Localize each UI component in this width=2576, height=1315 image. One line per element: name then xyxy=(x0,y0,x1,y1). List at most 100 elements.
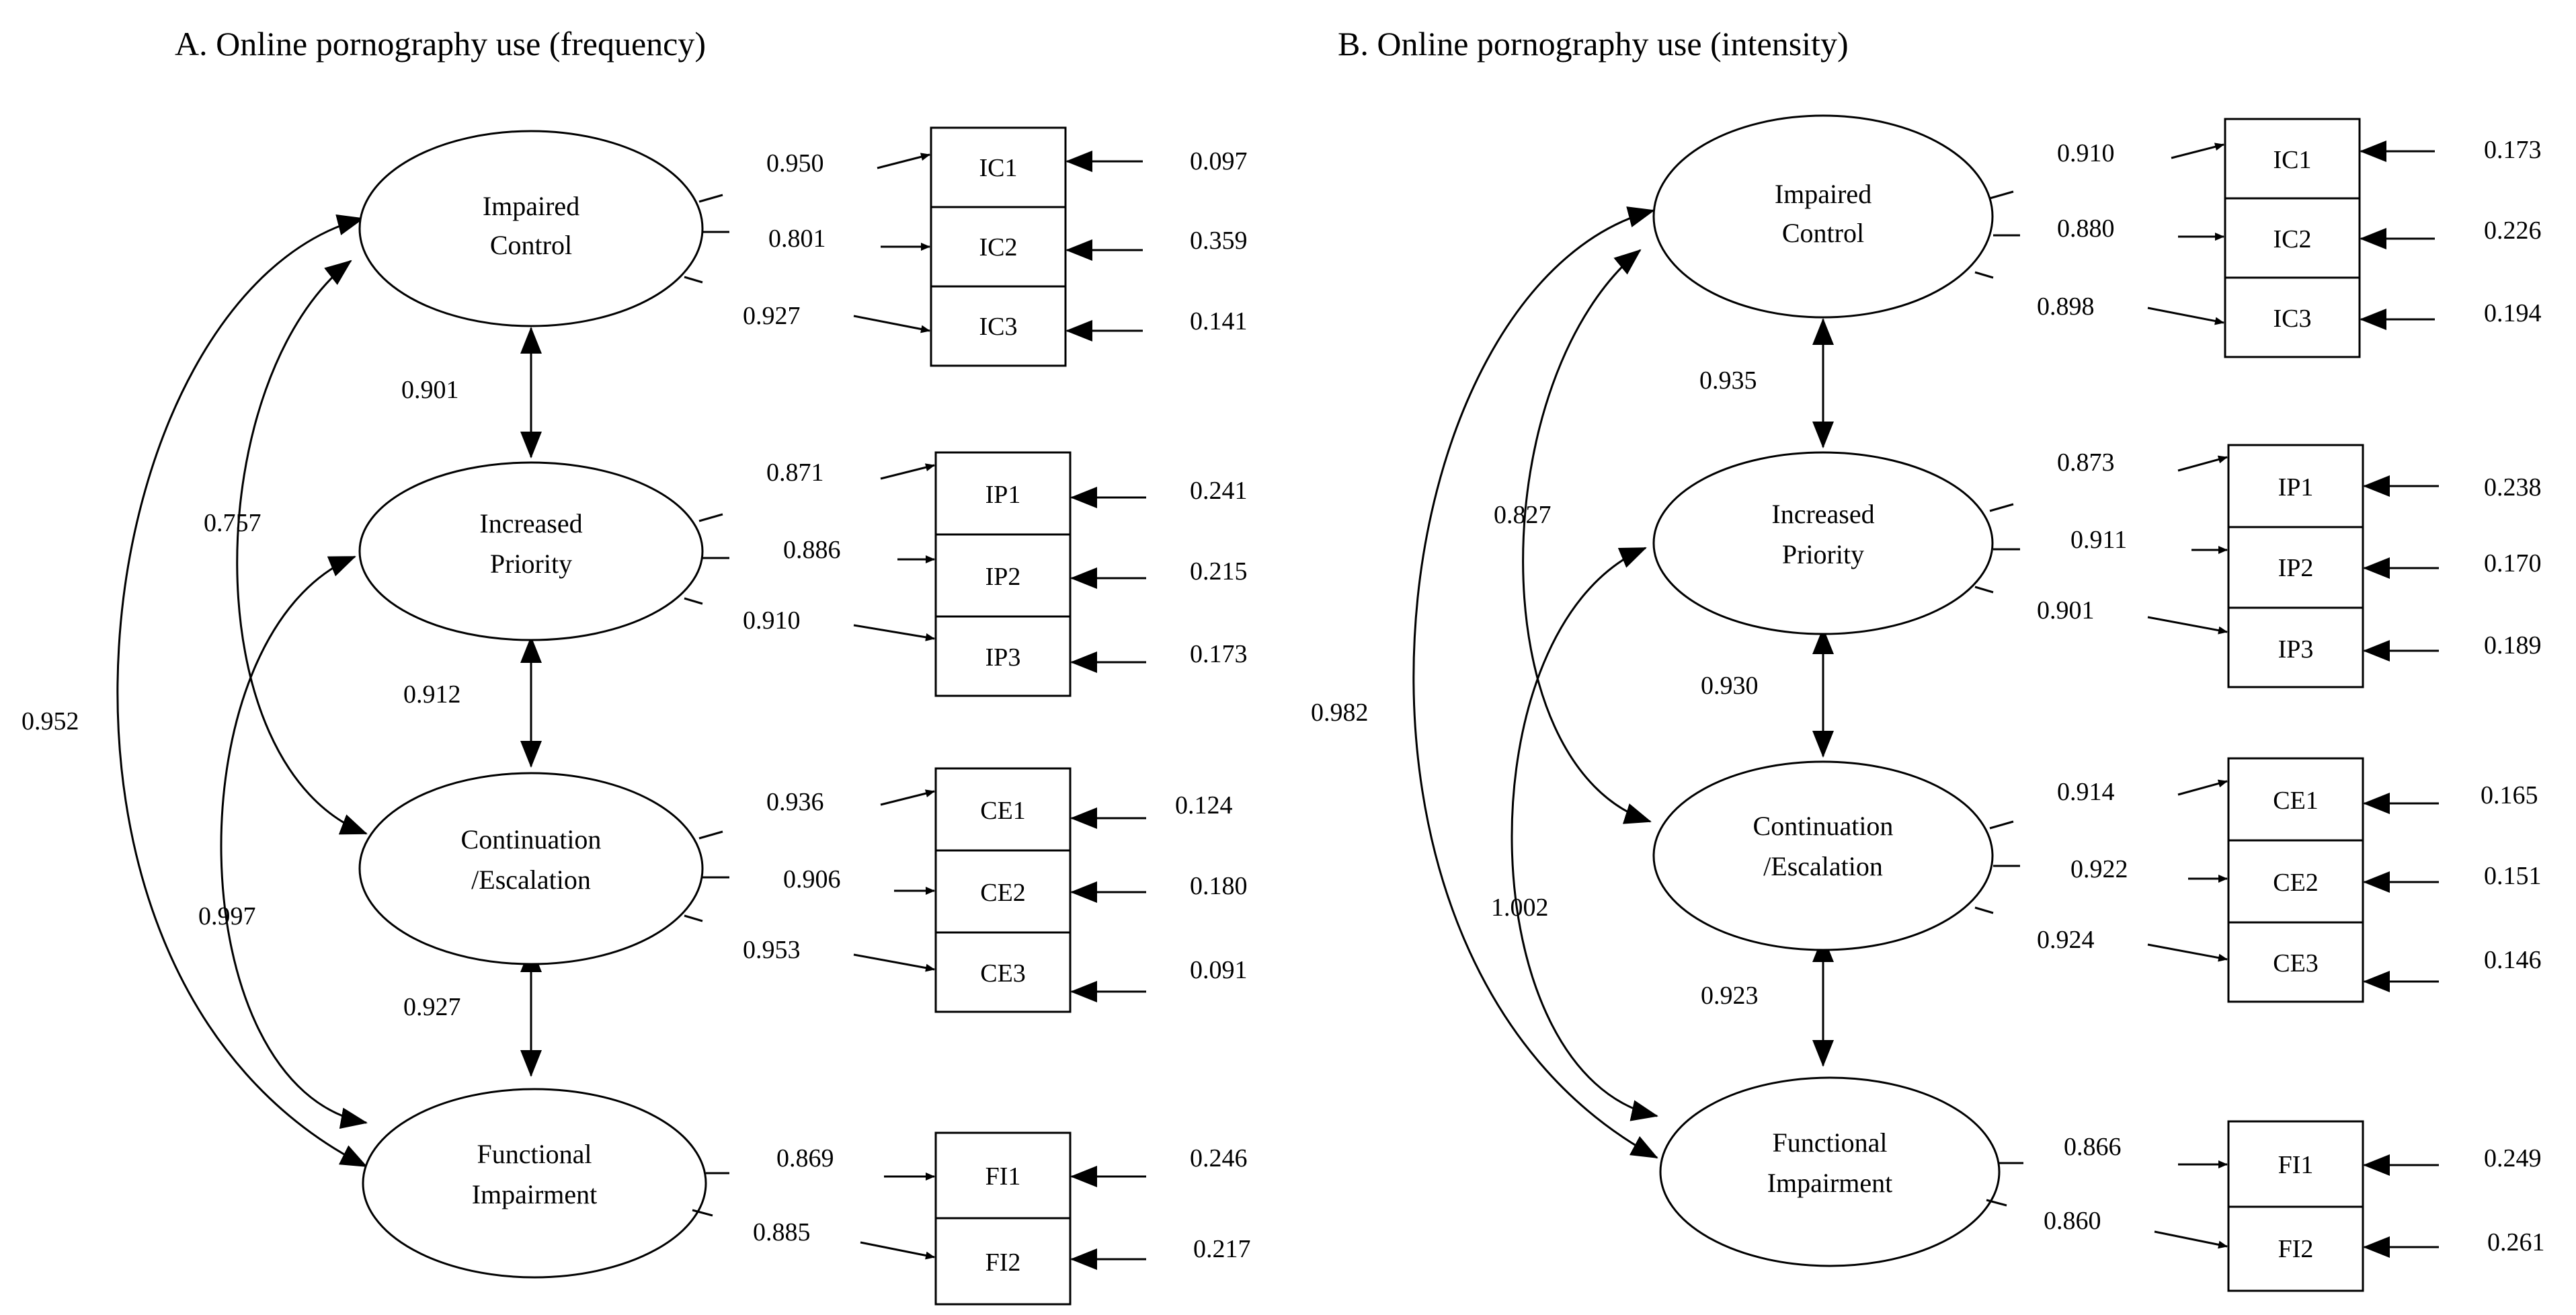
svg-text:/Escalation: /Escalation xyxy=(1763,851,1883,881)
svg-text:FI2: FI2 xyxy=(2278,1235,2314,1263)
svg-text:IC1: IC1 xyxy=(2273,146,2312,174)
corr-ip-fi: 0.997 xyxy=(198,902,256,930)
svg-text:0.901: 0.901 xyxy=(2037,596,2095,625)
svg-text:0.170: 0.170 xyxy=(2484,549,2542,577)
svg-text:Priority: Priority xyxy=(490,549,572,579)
svg-text:0.091: 0.091 xyxy=(1190,956,1248,984)
loading-values: 0.950 0.801 0.927 0.871 0.886 0.910 0.93… xyxy=(743,149,841,1246)
panel-b-title: B. Online pornography use (intensity) xyxy=(1338,25,1849,63)
corr-ce-fi: 0.927 xyxy=(403,993,461,1021)
factor-functional-impairment: Functional Impairment xyxy=(362,1088,707,1279)
svg-text:IC1: IC1 xyxy=(979,154,1018,182)
svg-text:0.151: 0.151 xyxy=(2484,862,2542,890)
panel-a: A. Online pornography use (frequency) Im… xyxy=(22,25,1251,1306)
svg-text:Increased: Increased xyxy=(479,508,582,539)
svg-text:FI1: FI1 xyxy=(2278,1151,2314,1179)
svg-text:0.097: 0.097 xyxy=(1190,147,1248,175)
svg-text:CE3: CE3 xyxy=(980,959,1026,988)
svg-text:0.146: 0.146 xyxy=(2484,946,2542,974)
corr-ip-fi: 1.002 xyxy=(1491,893,1549,922)
svg-text:0.927: 0.927 xyxy=(743,302,801,330)
svg-text:CE2: CE2 xyxy=(2273,869,2319,897)
indicator-boxes-fi: FI1 FI2 xyxy=(2227,1120,2364,1292)
svg-text:Functional: Functional xyxy=(477,1139,592,1169)
svg-text:0.950: 0.950 xyxy=(766,149,824,177)
factor-functional-impairment: Functional Impairment xyxy=(1659,1076,2001,1267)
svg-text:IC2: IC2 xyxy=(2273,225,2312,253)
indicator-boxes-fi: FI1 FI2 xyxy=(934,1131,1072,1306)
svg-text:IP3: IP3 xyxy=(2278,635,2314,664)
svg-text:0.194: 0.194 xyxy=(2484,299,2542,327)
corr-ic-fi: 0.952 xyxy=(22,707,79,735)
corr-ic-ip: 0.901 xyxy=(401,376,459,404)
svg-text:Impaired: Impaired xyxy=(1775,179,1871,209)
svg-text:0.873: 0.873 xyxy=(2057,448,2115,477)
svg-text:0.914: 0.914 xyxy=(2057,778,2115,806)
curved-correlation-ip-fi xyxy=(220,555,368,1129)
svg-text:Continuation: Continuation xyxy=(1753,811,1894,841)
error-values: 0.097 0.359 0.141 0.241 0.215 0.173 0.12… xyxy=(1175,147,1251,1263)
indicator-boxes-ip: IP1 IP2 IP3 xyxy=(934,451,1072,697)
svg-text:IP1: IP1 xyxy=(985,481,1021,509)
svg-text:/Escalation: /Escalation xyxy=(471,865,591,895)
svg-text:0.869: 0.869 xyxy=(776,1144,834,1172)
indicator-boxes-ce: CE1 CE2 CE3 xyxy=(934,767,1072,1013)
indicator-tick-marks xyxy=(684,194,729,1217)
svg-text:0.866: 0.866 xyxy=(2064,1133,2122,1161)
svg-text:0.215: 0.215 xyxy=(1190,557,1248,586)
svg-text:0.238: 0.238 xyxy=(2484,473,2542,502)
svg-text:0.359: 0.359 xyxy=(1190,227,1248,255)
svg-text:Impaired: Impaired xyxy=(483,191,579,221)
svg-text:0.226: 0.226 xyxy=(2484,216,2542,245)
curved-correlation-ic-ce xyxy=(1522,249,1652,824)
curved-correlation-ic-ce xyxy=(236,260,368,835)
factor-continuation-escalation: Continuation /Escalation xyxy=(1652,760,1994,951)
corr-ic-ce: 0.757 xyxy=(204,509,261,537)
svg-text:IP2: IP2 xyxy=(985,563,1021,591)
curved-correlation-ic-fi xyxy=(1412,206,1658,1159)
svg-text:0.922: 0.922 xyxy=(2070,855,2128,883)
svg-text:0.910: 0.910 xyxy=(743,606,801,635)
svg-text:FI1: FI1 xyxy=(985,1162,1021,1191)
svg-text:IC3: IC3 xyxy=(979,313,1018,341)
curved-correlation-ic-fi xyxy=(116,214,368,1168)
svg-text:IC3: IC3 xyxy=(2273,305,2312,333)
error-arrows xyxy=(2360,141,2439,1258)
svg-text:0.953: 0.953 xyxy=(743,936,801,964)
svg-text:0.217: 0.217 xyxy=(1193,1235,1251,1263)
svg-text:0.173: 0.173 xyxy=(1190,640,1248,668)
svg-text:0.241: 0.241 xyxy=(1190,477,1248,505)
svg-text:0.249: 0.249 xyxy=(2484,1144,2542,1172)
error-values: 0.173 0.226 0.194 0.238 0.170 0.189 0.16… xyxy=(2481,136,2545,1257)
svg-text:0.911: 0.911 xyxy=(2070,526,2127,554)
svg-text:0.860: 0.860 xyxy=(2044,1207,2101,1235)
panel-a-title: A. Online pornography use (frequency) xyxy=(175,25,706,63)
svg-text:Priority: Priority xyxy=(1782,539,1864,569)
svg-text:CE2: CE2 xyxy=(980,879,1026,907)
svg-text:0.246: 0.246 xyxy=(1190,1144,1248,1172)
corr-ip-ce: 0.912 xyxy=(403,680,461,709)
svg-text:0.880: 0.880 xyxy=(2057,214,2115,243)
curved-correlation-ip-fi xyxy=(1511,547,1658,1121)
svg-text:FI2: FI2 xyxy=(985,1248,1021,1277)
loading-arrows xyxy=(2147,143,2228,1249)
factor-increased-priority: Increased Priority xyxy=(1652,451,1994,635)
svg-text:Increased: Increased xyxy=(1771,499,1874,529)
svg-text:Continuation: Continuation xyxy=(461,824,602,854)
svg-text:0.165: 0.165 xyxy=(2481,781,2538,809)
svg-text:0.189: 0.189 xyxy=(2484,631,2542,660)
indicator-boxes-ic: IC1 IC2 IC3 xyxy=(2224,118,2361,358)
loading-arrows xyxy=(853,153,935,1260)
svg-text:0.898: 0.898 xyxy=(2037,292,2095,321)
factor-increased-priority: Increased Priority xyxy=(358,461,704,641)
svg-text:0.886: 0.886 xyxy=(783,536,841,564)
error-arrows xyxy=(1065,151,1146,1270)
factor-continuation-escalation: Continuation /Escalation xyxy=(358,772,704,965)
factor-impaired-control: Impaired Control xyxy=(1652,114,1994,319)
svg-text:IC2: IC2 xyxy=(979,233,1018,262)
svg-text:0.801: 0.801 xyxy=(768,225,826,253)
corr-ip-ce: 0.930 xyxy=(1701,672,1759,700)
loading-values: 0.910 0.880 0.898 0.873 0.911 0.901 0.91… xyxy=(2037,139,2128,1235)
indicator-boxes-ce: CE1 CE2 CE3 xyxy=(2227,757,2364,1003)
